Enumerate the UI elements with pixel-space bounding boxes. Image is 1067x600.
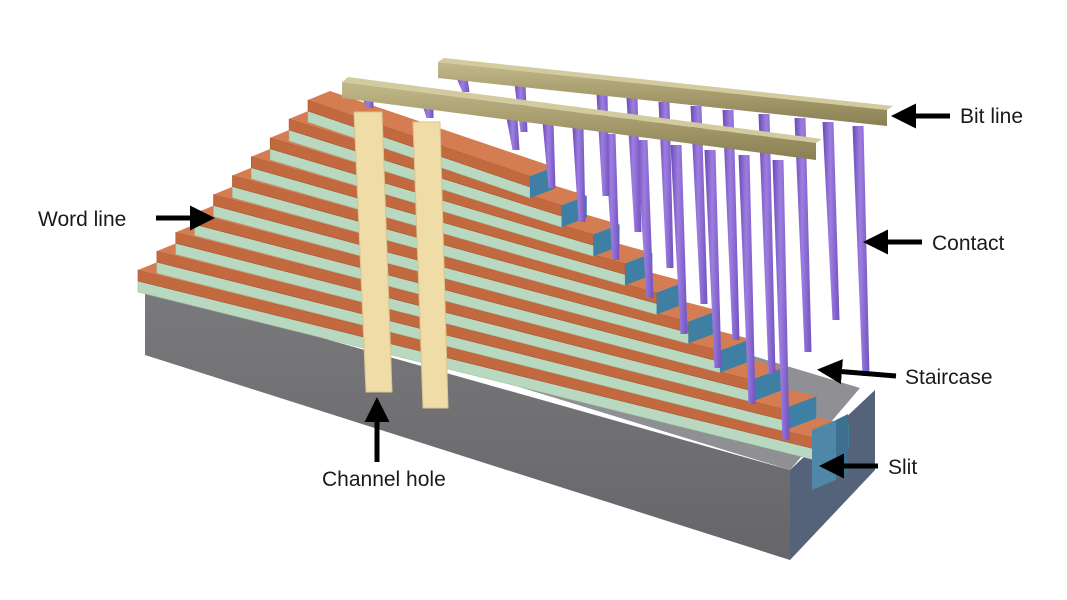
contact-pillar (822, 122, 840, 320)
bit-line-label: Bit line (960, 105, 1023, 128)
slit-label: Slit (888, 456, 917, 479)
channel-hole-2 (412, 121, 449, 409)
arrows (156, 103, 950, 479)
contact-pillar (772, 160, 790, 440)
contact-pillar (636, 140, 654, 298)
contact-pillar (722, 110, 740, 340)
step-side-face (720, 339, 751, 373)
contact-pillar (704, 150, 722, 368)
bit-line-front-top (342, 77, 822, 143)
contact-pillar (758, 114, 776, 374)
contact-pillar (852, 126, 870, 376)
contact-label: Contact (932, 232, 1005, 255)
contact-pillar (506, 118, 520, 150)
contacts (362, 78, 870, 440)
bit-line-front (342, 82, 816, 160)
channel-holes (353, 111, 449, 409)
contact-pillar (794, 118, 812, 352)
contact-pillar (658, 102, 674, 268)
contact-pillar (542, 122, 556, 188)
contact-pillar (670, 145, 688, 334)
bit-line-back-top (438, 58, 893, 110)
contact-pillar (572, 128, 586, 222)
bit-lines (342, 58, 893, 160)
slit-cut-shade (836, 414, 848, 480)
staircase-label: Staircase (905, 366, 993, 389)
step-side-face (688, 310, 718, 344)
step-side-face (656, 281, 686, 315)
bit-line-back (438, 62, 887, 126)
word-line-label: Word line (38, 208, 126, 231)
contact-pillar (596, 94, 610, 196)
channel-hole-label: Channel hole (322, 468, 446, 491)
contact-pillar (738, 155, 756, 404)
labels: Bit line Contact Word line Staircase Sli… (38, 105, 1023, 491)
step-side-face (783, 396, 817, 431)
substrate-front-face (145, 288, 790, 560)
step-side-face (751, 367, 784, 402)
contact-pillar (456, 78, 470, 92)
channel-hole-1 (353, 111, 393, 393)
slit-cut (812, 420, 836, 490)
contact-pillar (690, 106, 708, 304)
staircase-arrow (817, 359, 897, 385)
